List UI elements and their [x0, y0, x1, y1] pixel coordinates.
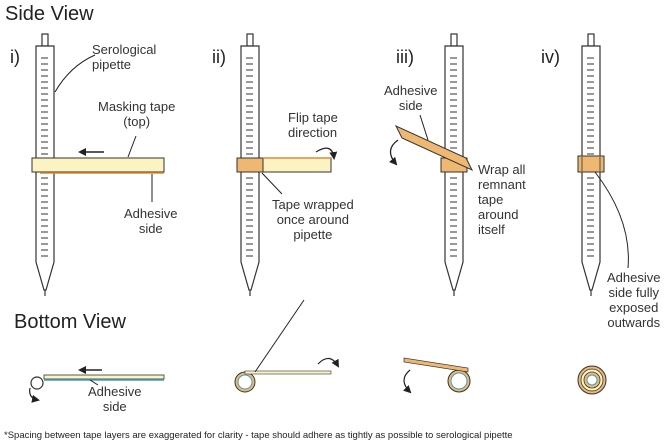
leader-pipette-i [54, 54, 96, 93]
flip-arrow-iii [389, 139, 399, 166]
bottom-view-heading: Bottom View [14, 311, 126, 333]
leader-fully-exposed-iv [594, 171, 629, 269]
bottom-iv [577, 365, 607, 395]
pipette-iv-graduations [587, 57, 594, 257]
flip-arrow-ii [315, 147, 338, 160]
leader-adhesive-iii [419, 114, 429, 141]
pipette-ii-graduations [246, 57, 253, 257]
label-masking-tape: Masking tape(top) [98, 99, 176, 129]
side-view-heading: Side View [5, 3, 94, 25]
tape-roll-iv [577, 155, 605, 173]
bottom-iii [402, 357, 471, 394]
tape-wrap-ii [236, 157, 264, 173]
step-label-ii: ii) [212, 47, 226, 67]
leader-wrapped-ii [261, 172, 283, 195]
tape-strip-ii [262, 157, 332, 173]
pipette-iii-graduations [450, 57, 457, 257]
pipette-i-graduations [41, 57, 48, 257]
bottom-i [29, 366, 165, 403]
footnote: *Spacing between tape layers are exagger… [4, 430, 513, 441]
tape-strip-i [31, 157, 165, 173]
leader-tape-i [127, 135, 137, 158]
step-label-iv: iv) [541, 47, 560, 67]
step-label-i: i) [10, 47, 20, 67]
step-label-iii: iii) [396, 47, 414, 67]
bottom-ii [234, 299, 339, 393]
tape-strip-iii [394, 124, 474, 172]
